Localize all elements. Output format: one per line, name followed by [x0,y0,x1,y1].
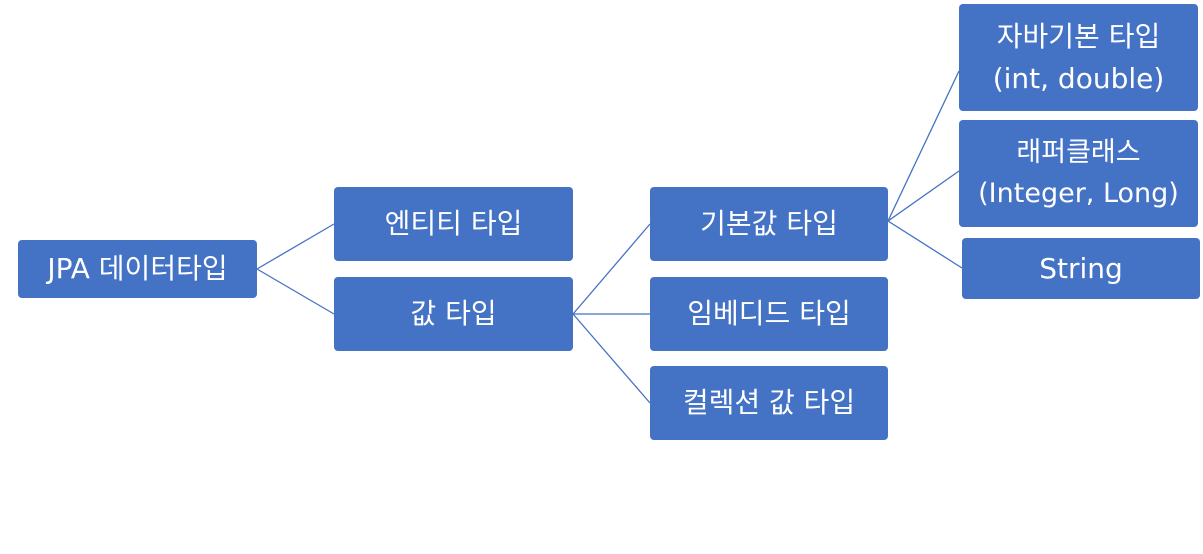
entity-type-node: 엔티티 타입 [334,187,573,261]
string-type-node: String [962,238,1200,299]
value-type-node: 값 타입 [334,277,573,351]
wrapper-class-label: 래퍼클래스 [1016,137,1141,168]
embedded-type-label: 임베디드 타입 [687,297,851,330]
connector-basic-primitive [887,70,960,222]
basic-value-type-node: 기본값 타입 [650,187,888,261]
connector-root-entity [256,223,335,270]
connector-root-value [256,268,335,315]
embedded-type-node: 임베디드 타입 [650,277,888,351]
java-primitive-type-label: 자바기본 타입 [996,19,1161,53]
connector-value-collection [572,313,651,404]
string-type-label: String [1039,251,1123,285]
collection-value-type-label: 컬렉션 값 타입 [682,386,856,419]
wrapper-class-node: 래퍼클래스 (Integer, Long) [959,120,1198,227]
basic-value-type-label: 기본값 타입 [700,207,838,240]
root-node: JPA 데이터타입 [18,240,257,298]
value-type-label: 값 타입 [410,297,497,330]
java-primitive-type-examples: (int, double) [992,61,1165,95]
connector-value-basic [572,223,651,315]
collection-value-type-node: 컬렉션 값 타입 [650,366,888,440]
connector-basic-wrapper [887,170,960,222]
connector-basic-string [887,220,963,269]
entity-type-label: 엔티티 타입 [384,207,523,240]
java-primitive-type-node: 자바기본 타입 (int, double) [959,4,1198,111]
root-node-label: JPA 데이터타입 [47,252,228,285]
wrapper-class-examples: (Integer, Long) [978,177,1179,209]
